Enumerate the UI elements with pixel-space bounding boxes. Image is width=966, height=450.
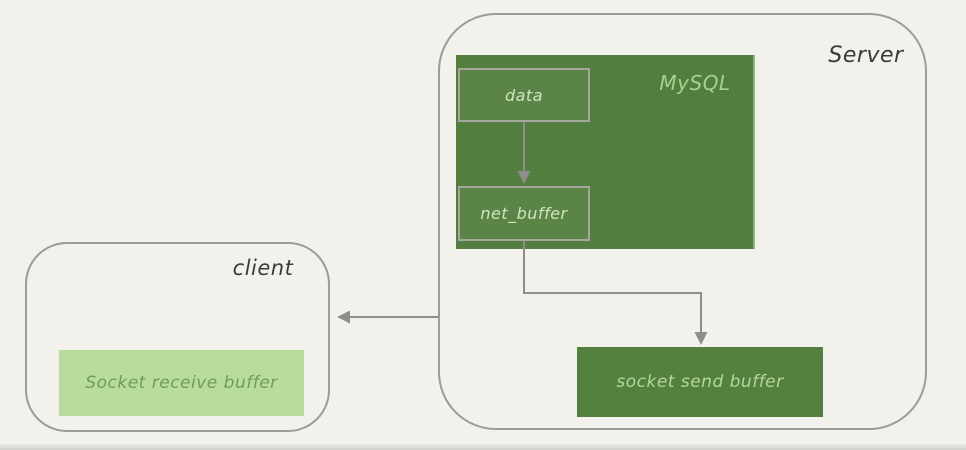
mysql-label: MySQL [659, 71, 731, 95]
bottom-edge-strip [0, 444, 966, 450]
data-box-label: data [504, 85, 544, 105]
net-buffer-box-label: net_buffer [480, 204, 568, 223]
server-container: Server [438, 13, 927, 430]
client-label: client [232, 256, 294, 280]
socket-send-buffer-box: socket send buffer [577, 347, 823, 417]
socket-receive-buffer-label: Socket receive buffer [85, 373, 278, 393]
socket-send-buffer-label: socket send buffer [616, 372, 784, 392]
server-label: Server [828, 43, 904, 68]
mysql-box: MySQL data net_buffer [456, 55, 755, 249]
data-box: data [458, 68, 590, 122]
client-container: client Socket receive buffer [25, 242, 330, 432]
socket-receive-buffer-box: Socket receive buffer [59, 350, 304, 416]
net-buffer-box: net_buffer [458, 186, 590, 241]
